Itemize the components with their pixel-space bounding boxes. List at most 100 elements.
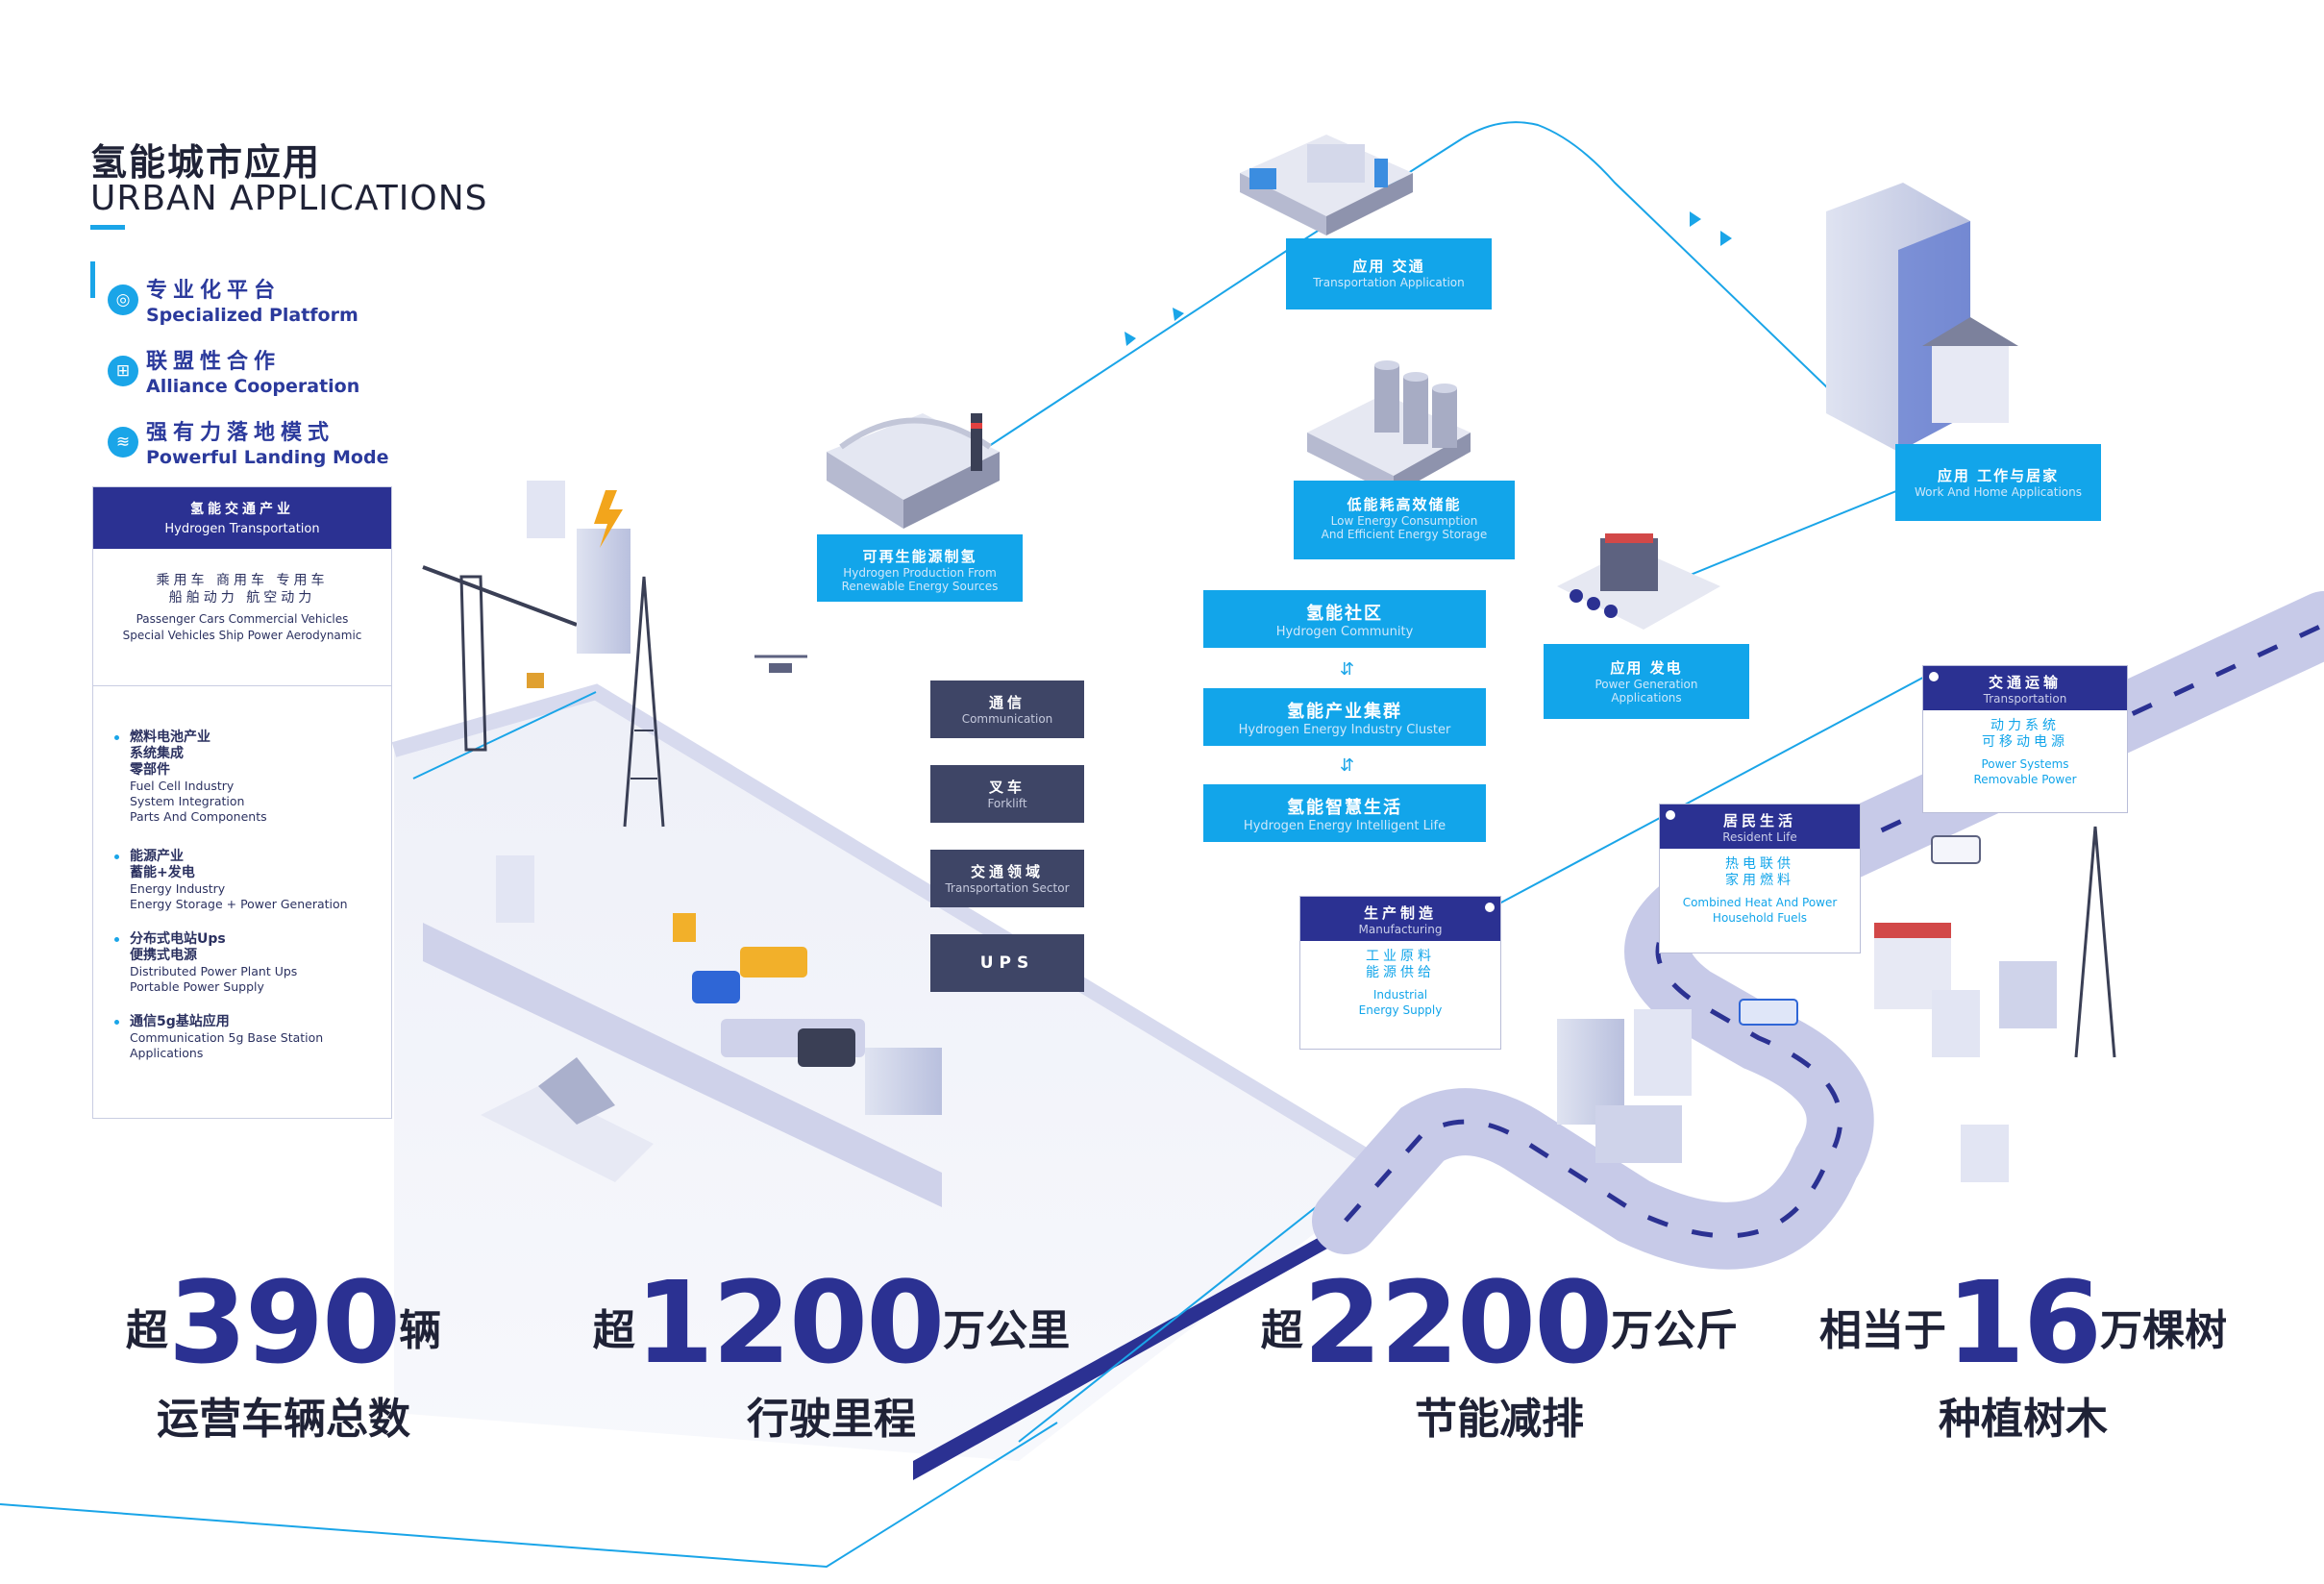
panel-vehicle-types: 乘用车 商用车 专用车 船舶动力 航空动力 Passenger Cars Com… (93, 572, 391, 644)
stat-label: 行驶里程 (747, 1395, 916, 1444)
card-text-cn: 可移动电源 (1982, 734, 2068, 750)
building-cluster-left (496, 481, 630, 923)
card-pin (1929, 672, 1939, 681)
label-en: Applications (1611, 691, 1682, 705)
label-communication: 通信 Communication (930, 681, 1084, 738)
card-title-en: Transportation (1983, 692, 2067, 705)
card-header: 居民生活 Resident Life (1660, 804, 1860, 849)
card-header: 生产制造 Manufacturing (1300, 897, 1500, 941)
feature-item: ⊞ 联盟性合作 Alliance Cooperation (108, 350, 359, 398)
stat-unit: 万公斤 (1611, 1306, 1739, 1355)
stat-trees: 相当于 16 万棵树 种植树木 (1797, 1256, 2249, 1446)
crane-illustration (422, 565, 578, 752)
card-resident-life: 居民生活 Resident Life 热电联供 家用燃料 Combined He… (1659, 804, 1861, 953)
card-title-en: Manufacturing (1358, 923, 1443, 936)
card-text-cn: 家用燃料 (1725, 873, 1794, 888)
bullet-dot (114, 735, 119, 740)
stat-prefix: 超 (592, 1306, 635, 1355)
telecom-tower-illustration (623, 576, 665, 828)
stat-number: 16 (1945, 1256, 2102, 1389)
stat-prefix: 超 (1260, 1306, 1303, 1355)
road-lane (1344, 622, 2324, 1239)
route-line-left (412, 691, 597, 780)
label-industry-cluster: 氢能产业集群 Hydrogen Energy Industry Cluster (1203, 688, 1486, 746)
panel-header: 氢能交通产业 Hydrogen Transportation (93, 487, 391, 549)
card-body: 热电联供 家用燃料 Combined Heat And Power Househ… (1660, 849, 1860, 926)
vehicle-types-cn: 船舶动力 航空动力 (168, 590, 316, 606)
bullet-cn: 分布式电站Ups (130, 931, 226, 947)
panel-title-en: Hydrogen Transportation (164, 522, 320, 536)
label-cn: 交通领域 (970, 863, 1044, 880)
bullet-cn: 通信5g基站应用 (130, 1014, 230, 1029)
bullet-en: Distributed Power Plant Ups (130, 964, 298, 978)
bullet-en: Parts And Components (130, 809, 267, 824)
card-text-cn: 工业原料 (1366, 949, 1435, 964)
stat-prefix: 相当于 (1818, 1306, 1946, 1355)
feature-item: ≋ 强有力落地模式 Powerful Landing Mode (108, 421, 388, 469)
panel-bullet: 燃料电池产业 系统集成 零部件 Fuel Cell Industry Syste… (114, 730, 383, 825)
hydrogen-station-illustration (1240, 135, 1413, 235)
label-cn: UPS (979, 953, 1035, 973)
updown-arrow-icon: ⇵ (1340, 659, 1355, 680)
label-hydrogen-community: 氢能社区 Hydrogen Community (1203, 590, 1486, 648)
label-cn: 氢能产业集群 (1287, 702, 1402, 722)
plaza-front-wall (423, 923, 942, 1207)
card-title-en: Resident Life (1722, 830, 1797, 844)
page-subtitle: URBAN APPLICATIONS (90, 179, 488, 218)
stat-mileage: 超 1200 万公里 行驶里程 (577, 1256, 1086, 1446)
label-en: Transportation Application (1313, 276, 1465, 289)
stat-unit: 万棵树 (2100, 1306, 2228, 1355)
label-cn: 应用 交通 (1352, 258, 1425, 275)
vehicles-illustration (673, 913, 942, 1115)
road-vehicles-illustration (1739, 835, 1981, 1026)
card-transportation: 交通运输 Transportation 动力系统 可移动电源 Power Sys… (1922, 665, 2128, 813)
drone-icon (754, 655, 807, 673)
label-power-generation: 应用 发电 Power Generation Applications (1544, 644, 1749, 719)
bullet-cn: 系统集成 (130, 746, 184, 761)
feature-title: 联盟性合作 (146, 350, 282, 374)
label-transport-sector: 交通领域 Transportation Sector (930, 850, 1084, 907)
bullet-en: Communication 5g Base Station (130, 1030, 324, 1045)
stat-vehicles: 超 390 辆 运营车辆总数 (106, 1256, 461, 1446)
label-en: Hydrogen Production From (843, 566, 997, 580)
stat-emission-reduction: 超 2200 万公斤 节能减排 (1240, 1256, 1759, 1446)
label-en: Forklift (987, 797, 1027, 810)
page-title: 氢能城市应用 (90, 141, 322, 184)
card-title: 居民生活 (1722, 812, 1796, 829)
city-cluster-right (1557, 826, 2116, 1182)
bullet-dot (114, 937, 119, 942)
stat-number: 390 (167, 1256, 401, 1389)
panel-bullet: 通信5g基站应用 Communication 5g Base Station A… (114, 1014, 383, 1061)
label-en: Low Energy Consumption (1330, 514, 1478, 528)
vehicle-types-en: Passenger Cars Commercial Vehicles (136, 612, 349, 626)
power-unit-illustration (1557, 533, 1720, 630)
bullet-cn: 燃料电池产业 (130, 730, 210, 745)
lightning-icon (594, 490, 623, 548)
bullet-en: Fuel Cell Industry (130, 779, 235, 793)
stat-number: 1200 (634, 1256, 945, 1389)
label-transport-application: 应用 交通 Transportation Application (1286, 238, 1492, 309)
feature-title: 专业化平台 (146, 279, 282, 303)
feature-subtitle: Powerful Landing Mode (146, 447, 389, 468)
feature-subtitle: Alliance Cooperation (146, 376, 360, 397)
label-forklift: 叉车 Forklift (930, 765, 1084, 823)
factory-illustration (827, 413, 1000, 529)
card-connector (1498, 672, 1933, 904)
bullet-en: Energy Industry (130, 881, 226, 896)
label-en: Communication (961, 712, 1053, 726)
card-manufacturing: 生产制造 Manufacturing 工业原料 能源供给 Industrial … (1299, 896, 1501, 1050)
label-renewable-hydrogen: 可再生能源制氢 Hydrogen Production From Renewab… (817, 534, 1023, 602)
platform-icon: ◎ (108, 285, 138, 315)
stat-prefix: 超 (125, 1306, 168, 1355)
panel-bullet: 能源产业 蓄能+发电 Energy Industry Energy Storag… (114, 849, 383, 912)
card-text-en: Combined Heat And Power (1682, 896, 1838, 909)
stat-number: 2200 (1302, 1256, 1613, 1389)
card-pin (1666, 810, 1675, 820)
stat-unit: 万公里 (943, 1306, 1071, 1355)
alliance-icon: ⊞ (108, 356, 138, 386)
updown-arrow-icon: ⇵ (1340, 755, 1355, 776)
stat-label: 运营车辆总数 (157, 1395, 410, 1444)
label-en: Power Generation (1595, 678, 1698, 691)
panel-bullet: 分布式电站Ups 便携式电源 Distributed Power Plant U… (114, 931, 383, 995)
